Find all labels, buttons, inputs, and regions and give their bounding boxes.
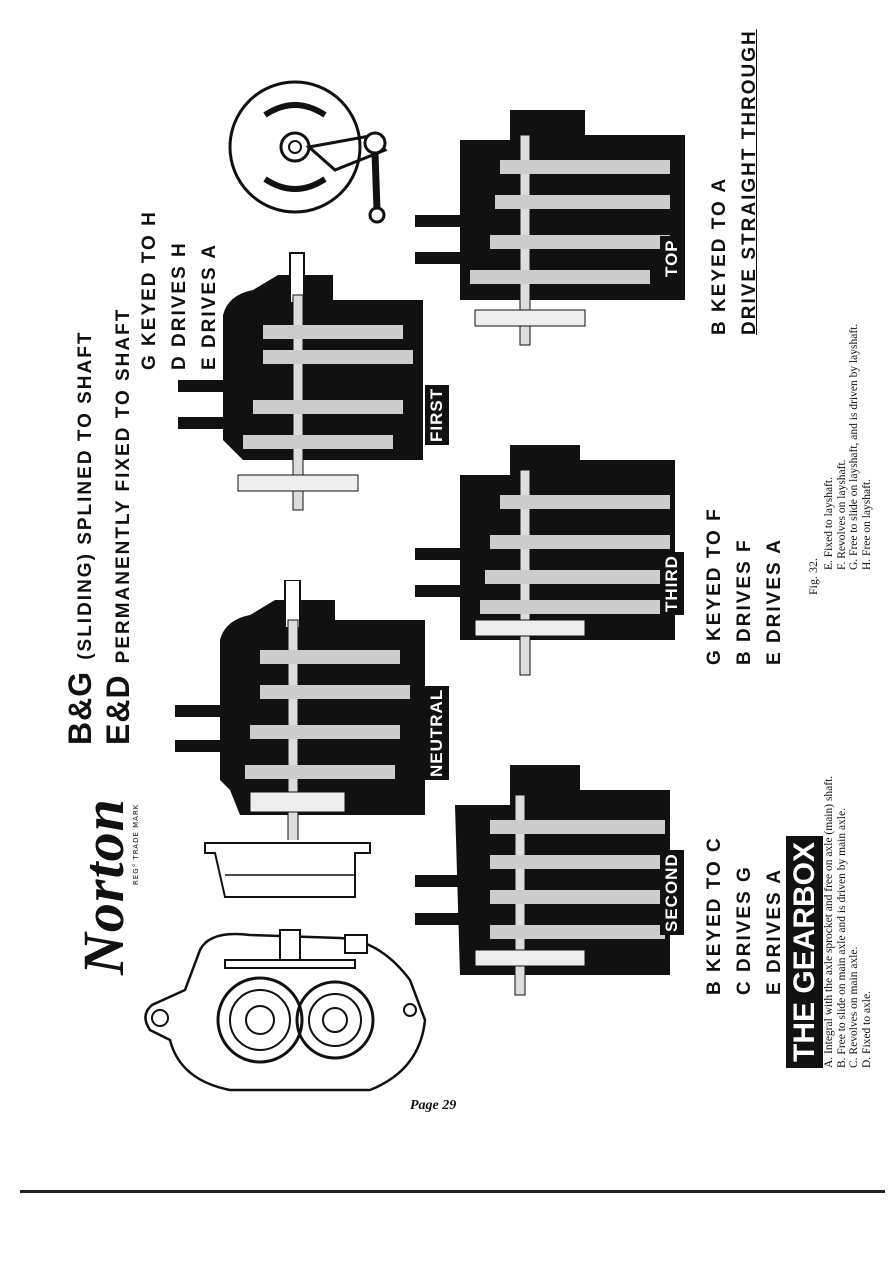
gearbox-housing-illustration [144,929,427,1092]
clutch-ratchet-illustration [228,80,388,224]
trade-mark-note: REG° TRADE MARK [132,803,140,885]
caption-first-line1: G KEYED TO H [139,210,160,370]
legend-item-h: H. Free on layshaft. [860,478,873,570]
gear-label-third: THIRD [660,552,684,615]
legend-item-a: A. Integral with the axle sprocket and f… [823,775,835,1068]
legend-left: A. Integral with the axle sprocket and f… [823,776,873,1068]
headline-sliding-text: (SLIDING) SPLINED TO SHAFT [75,330,96,660]
gearbox-first [178,245,468,520]
caption-first-line2: D DRIVES H [169,241,190,370]
headline-line1: B&G (SLIDING) SPLINED TO SHAFT [62,331,99,745]
legend-item-f: F. Revolves on layshaft. [835,459,848,570]
caption-top-line1: B KEYED TO A [709,176,730,335]
caption-third-line3: E DRIVES A [764,538,785,665]
headline-line2: E&D PERMANENTLY FIXED TO SHAFT [100,308,137,745]
caption-third-line2: B DRIVES F [734,538,755,665]
caption-first-line3: E DRIVES A [199,243,220,370]
cover-plate-illustration [204,842,371,898]
gearbox-second [415,765,680,1010]
caption-top: B KEYED TO A DRIVE STRAIGHT THROUGH [705,29,765,335]
legend-item-c: C. Revolves on main axle. [848,946,860,1068]
legend-right: E. Fixed to layshaft. F. Revolves on lay… [823,324,873,570]
gearbox-third [415,440,690,680]
legend-item-d: D. Fixed to axle. [860,991,873,1068]
headline-fixed-text: PERMANENTLY FIXED TO SHAFT [113,307,134,664]
gearbox-neutral [175,580,470,840]
page-number: Page 29 [410,1098,457,1113]
gearbox-top [415,110,695,355]
gear-label-second: SECOND [660,850,684,935]
figure-label: Fig. 32. [806,557,820,595]
caption-top-line2: DRIVE STRAIGHT THROUGH [739,29,760,335]
caption-second: B KEYED TO C C DRIVES G E DRIVES A [700,836,790,995]
norton-logo: Norton [70,798,137,975]
caption-second-line2: C DRIVES G [734,865,755,995]
caption-first: G KEYED TO H D DRIVES H E DRIVES A [135,210,225,370]
gear-label-first: FIRST [425,384,449,445]
legend-item-g: G. Free to slide on layshaft, and is dri… [848,323,860,570]
page-bottom-rule [20,1190,885,1193]
gearbox-title: THE GEARBOX [786,835,823,1068]
headline-b-g: B&G [62,670,98,745]
caption-second-line1: B KEYED TO C [704,836,725,995]
headline-e-d: E&D [100,674,136,745]
gear-label-top: TOP [660,236,684,280]
logo-wordmark: Norton [71,798,136,975]
caption-third: G KEYED TO F B DRIVES F E DRIVES A [700,507,790,665]
legend-item-b: B. Free to slide on main axle and is dri… [835,808,848,1068]
legend-item-e: E. Fixed to layshaft. [823,477,835,570]
caption-third-line1: G KEYED TO F [704,507,725,665]
